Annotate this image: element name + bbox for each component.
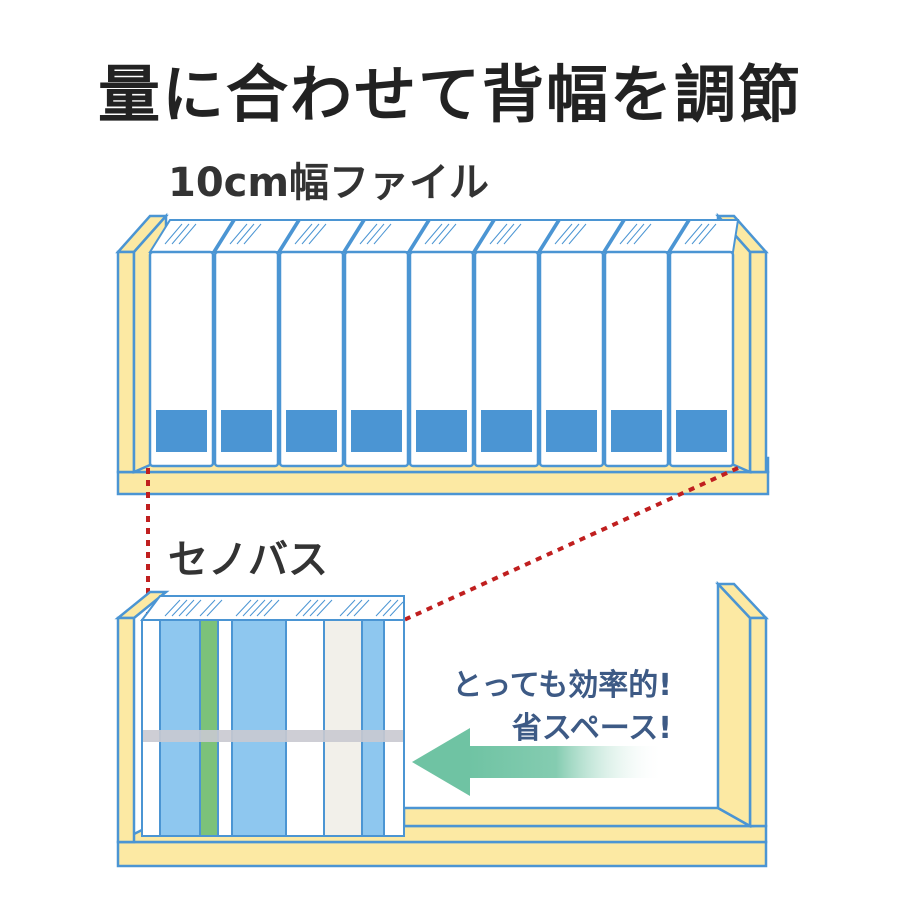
dotted-guide-lines — [146, 466, 739, 622]
top-binders — [148, 219, 740, 468]
page-title: 量に合わせて背幅を調節 — [97, 58, 802, 131]
top-section-label: 10cm幅ファイル — [168, 160, 490, 206]
left-arrow — [412, 728, 664, 796]
bottom-file-holder — [114, 580, 769, 868]
bottom-section-label: セノバス — [168, 537, 328, 583]
bottom-files — [140, 595, 405, 837]
callout-line-1: とっても効率的! — [452, 668, 672, 703]
callout-line-2: 省スペース! — [511, 711, 672, 746]
